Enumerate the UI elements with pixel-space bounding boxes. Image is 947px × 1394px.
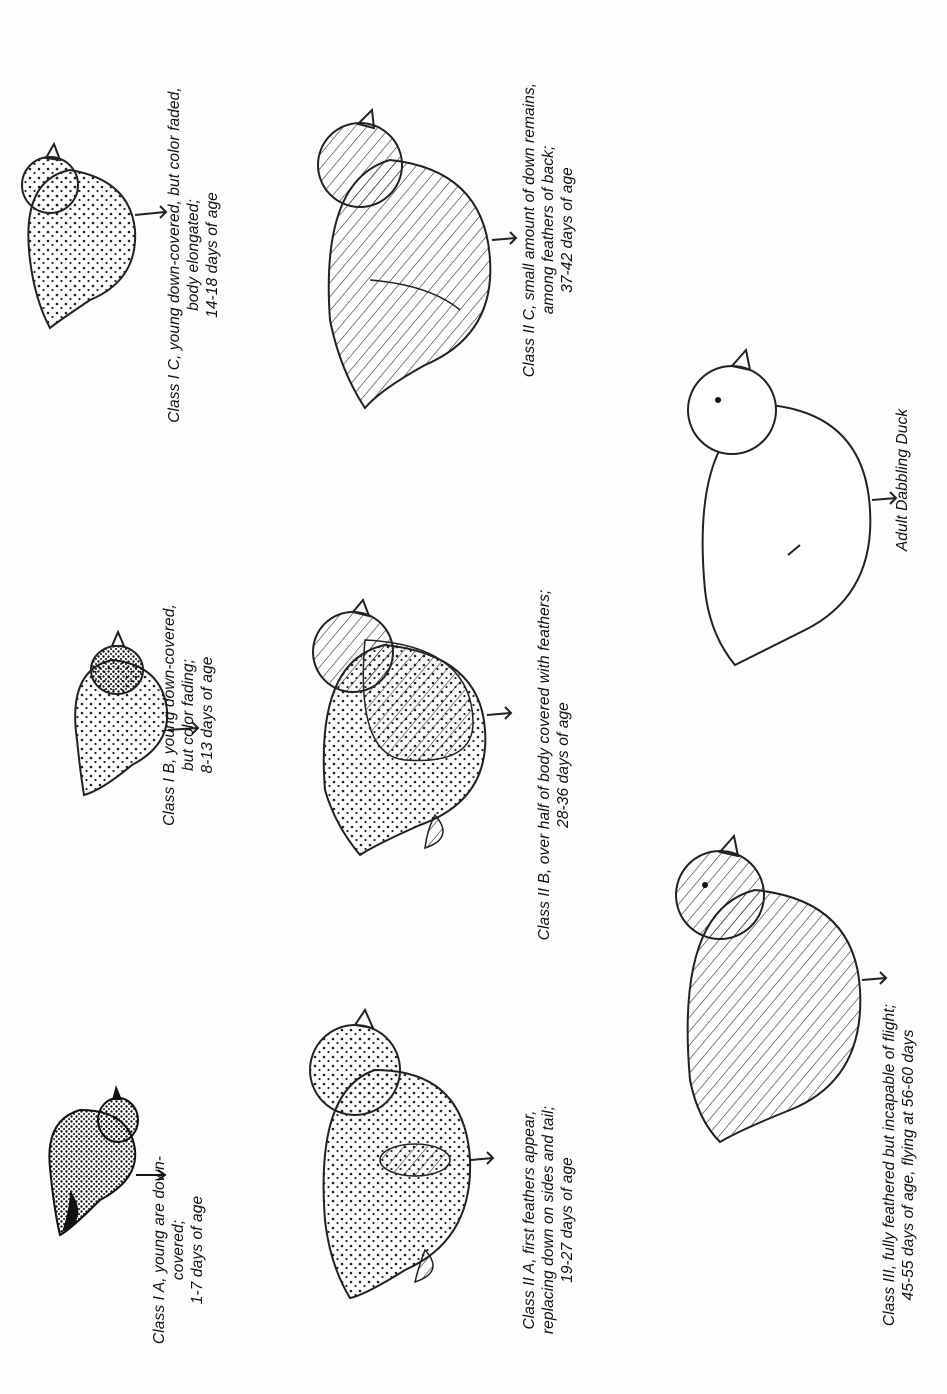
- duck-class-iic: [310, 110, 520, 410]
- caption-line: but color fading;: [179, 585, 198, 845]
- duck-class-iii: [670, 830, 890, 1150]
- caption-line: Class I B, young down-covered,: [160, 585, 179, 845]
- duck-class-iia: [295, 1010, 495, 1300]
- caption-line: Class II A, first feathers appear,: [520, 1060, 539, 1380]
- duck-adult: [680, 340, 900, 670]
- caption-line: among feathers of back;: [539, 20, 558, 440]
- caption-adult: Adult Dabbling Duck: [893, 370, 912, 590]
- caption-line: Adult Dabbling Duck: [893, 370, 912, 590]
- caption-line: 14-18 days of age: [203, 40, 222, 470]
- caption-class-iii: Class III, fully feathered but incapable…: [880, 960, 918, 1370]
- caption-line: body elongated;: [184, 40, 203, 470]
- caption-line: 8-13 days of age: [198, 585, 217, 845]
- caption-line: Class I C, young down-covered, but color…: [165, 40, 184, 470]
- caption-class-ia: Class I A, young are down-covered; 1-7 d…: [150, 1130, 207, 1370]
- caption-line: 37-42 days of age: [558, 20, 577, 440]
- caption-line: Class I A, young are down-covered;: [150, 1130, 188, 1370]
- caption-line: 45-55 days of age, flying at 56-60 days: [899, 960, 918, 1370]
- caption-line: 28-36 days of age: [554, 555, 573, 975]
- caption-class-iic: Class II C, small amount of down remains…: [520, 20, 577, 440]
- duck-class-iib: [305, 600, 515, 860]
- caption-line: Class II C, small amount of down remains…: [520, 20, 539, 440]
- caption-line: Class II B, over half of body covered wi…: [535, 555, 554, 975]
- caption-class-iib: Class II B, over half of body covered wi…: [535, 555, 573, 975]
- caption-class-ic: Class I C, young down-covered, but color…: [165, 40, 222, 470]
- caption-line: 1-7 days of age: [188, 1130, 207, 1370]
- caption-line: Class III, fully feathered but incapable…: [880, 960, 899, 1370]
- caption-class-ib: Class I B, young down-covered, but color…: [160, 585, 217, 845]
- caption-line: replacing down on sides and tail;: [539, 1060, 558, 1380]
- caption-line: 19-27 days of age: [558, 1060, 577, 1380]
- duck-class-ic: [10, 140, 170, 330]
- caption-class-iia: Class II A, first feathers appear, repla…: [520, 1060, 577, 1380]
